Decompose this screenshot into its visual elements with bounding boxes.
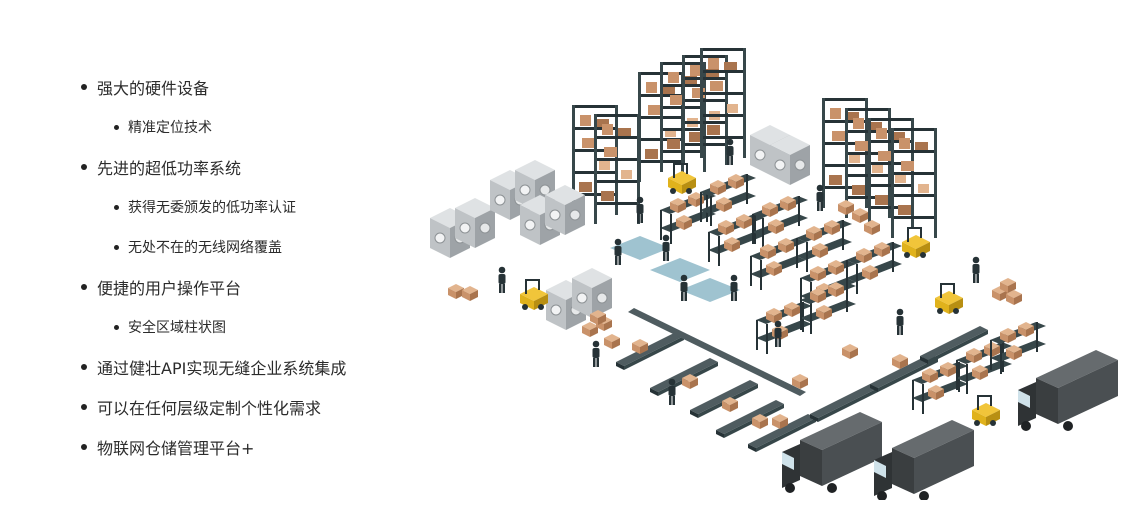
feature-item: 先进的超低功率系统 (81, 155, 241, 179)
feature-label: 无处不在的无线网络覆盖 (128, 240, 282, 256)
feature-item: 强大的硬件设备 (81, 75, 209, 99)
bullet-icon (81, 164, 87, 170)
feature-item: 可以在任何层级定制个性化需求 (81, 395, 321, 419)
feature-label: 通过健壮API实现无缝企业系统集成 (97, 359, 347, 378)
bullet-icon (81, 84, 87, 90)
feature-subitem: 安全区域柱状图 (114, 317, 226, 337)
bullet-icon (81, 284, 87, 290)
bullet-icon (81, 404, 87, 410)
bullet-icon (114, 124, 119, 130)
feature-label: 安全区域柱状图 (128, 320, 226, 336)
bullet-icon (114, 204, 119, 210)
feature-item: 物联网仓储管理平台+ (81, 435, 254, 459)
feature-item: 通过健壮API实现无缝企业系统集成 (81, 355, 346, 379)
feature-label: 物联网仓储管理平台+ (97, 439, 255, 458)
feature-list: 强大的硬件设备 精准定位技术 先进的超低功率系统 获得无委颁发的低功率认证 无处… (0, 0, 420, 510)
bullet-icon (81, 444, 87, 450)
feature-label: 便捷的用户操作平台 (97, 279, 242, 298)
bullet-icon (114, 244, 119, 250)
feature-label: 精准定位技术 (128, 120, 212, 136)
feature-label: 先进的超低功率系统 (97, 159, 242, 178)
feature-label: 强大的硬件设备 (97, 79, 210, 98)
feature-subitem: 无处不在的无线网络覆盖 (114, 237, 282, 257)
feature-subitem: 获得无委颁发的低功率认证 (114, 197, 296, 217)
feature-label: 获得无委颁发的低功率认证 (128, 200, 296, 216)
feature-label: 可以在任何层级定制个性化需求 (97, 399, 322, 418)
feature-item: 便捷的用户操作平台 (81, 275, 241, 299)
bullet-icon (114, 324, 119, 330)
warehouse-isometric-illustration-icon (429, 48, 1118, 500)
feature-subitem: 精准定位技术 (114, 117, 212, 137)
bullet-icon (81, 364, 87, 370)
